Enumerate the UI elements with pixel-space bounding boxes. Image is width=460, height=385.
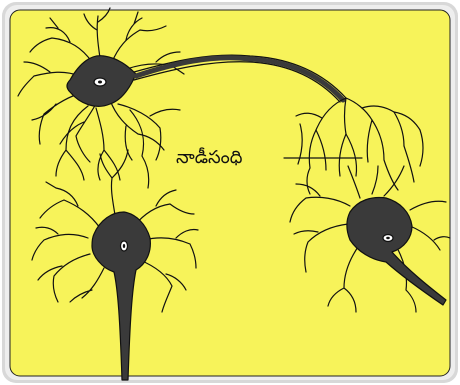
- diagram-background: [10, 10, 450, 376]
- synapse-label: నాడీసంధి: [176, 147, 243, 169]
